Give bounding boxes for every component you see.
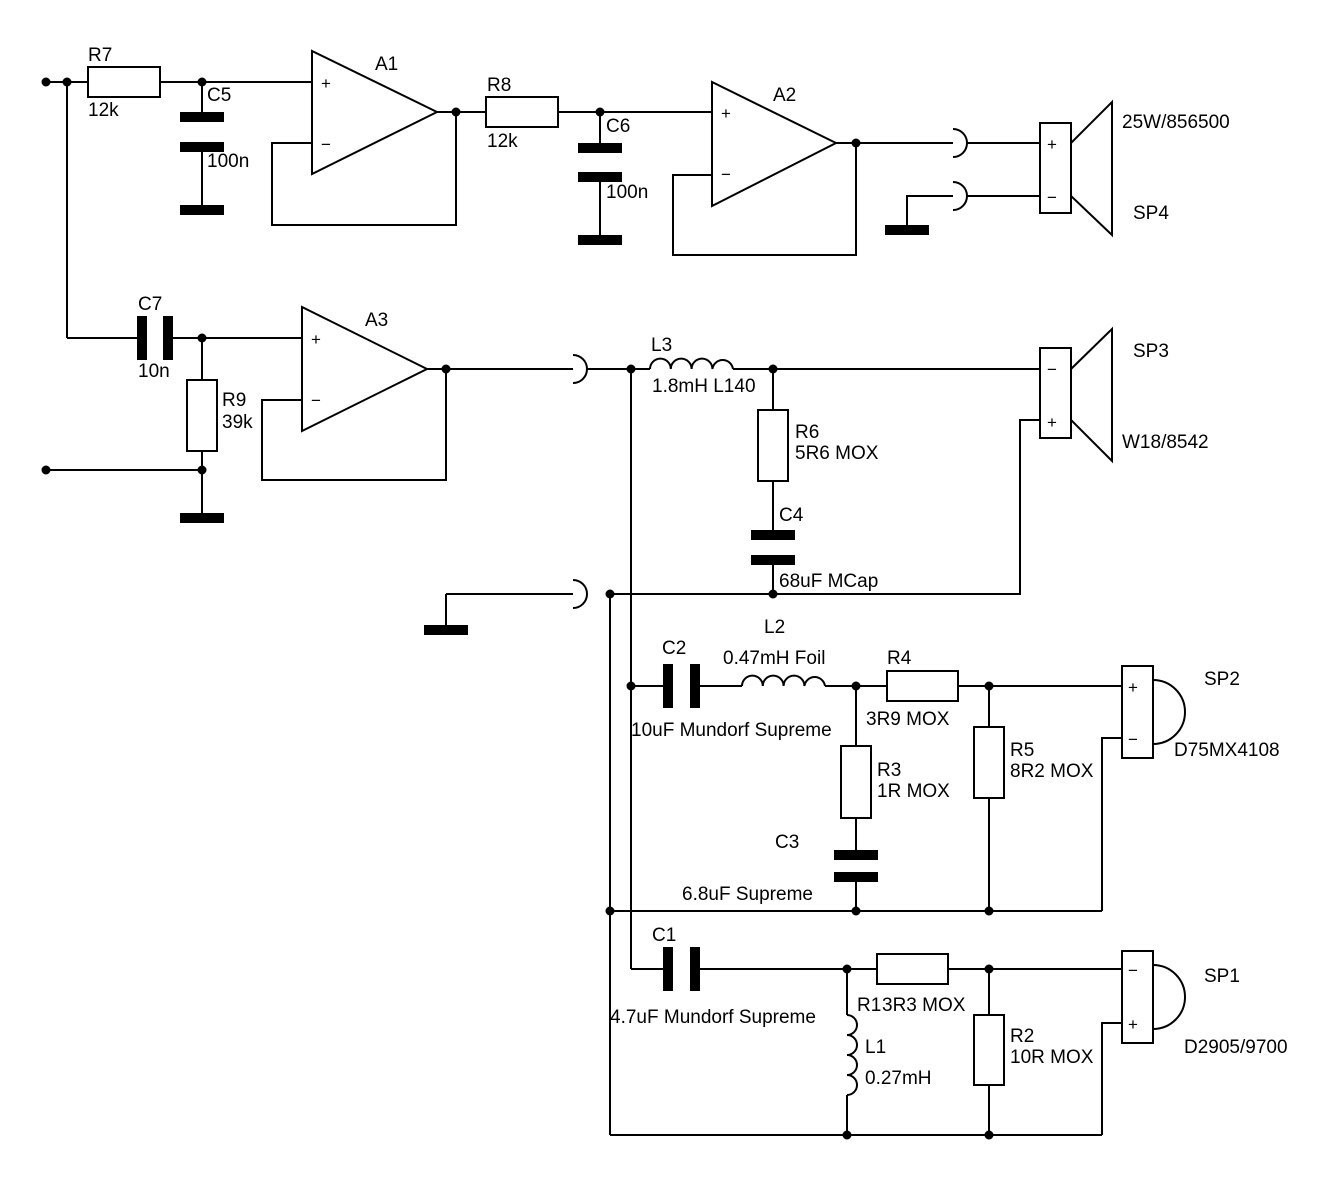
resistor-r6 [757, 409, 789, 482]
ground-r9 [180, 513, 224, 523]
label-c4-ref: C4 [779, 505, 804, 526]
label-a3: A3 [365, 310, 388, 331]
sp1-minus: − [1128, 961, 1138, 980]
sp4-plus: + [1047, 135, 1057, 154]
inductor-l3 [649, 357, 734, 370]
resistor-r8 [485, 96, 559, 128]
sp2-plus: + [1128, 678, 1138, 697]
label-c3-value: 6.8uF Supreme [682, 884, 813, 905]
capacitor-c3 [834, 850, 878, 882]
resistor-r4 [886, 670, 959, 702]
label-l2-value: 0.47mH Foil [723, 648, 825, 669]
label-c6-ref: C6 [606, 116, 630, 137]
label-c6-value: 100n [606, 182, 648, 203]
opamp-a1-minus: − [321, 135, 331, 154]
label-sp1-ref: SP1 [1204, 966, 1240, 987]
label-r7-value: 12k [88, 100, 119, 121]
speaker-sp4 [1039, 99, 1113, 238]
opamp-a2-plus: + [721, 104, 731, 123]
label-c7-value: 10n [138, 361, 170, 382]
sp3-minus: − [1047, 360, 1057, 379]
junctions [41, 77, 994, 1140]
label-r4-ref: R4 [887, 648, 912, 669]
inductor-l1 [846, 1014, 858, 1096]
ground-main [424, 625, 468, 635]
label-sp3-model: W18/8542 [1122, 432, 1209, 453]
label-l3-ref: L3 [651, 335, 672, 356]
sp1-plus: + [1128, 1015, 1138, 1034]
label-r3-ref: R3 [877, 760, 901, 781]
inductor-l2 [741, 674, 826, 687]
label-sp2-model: D75MX4108 [1174, 740, 1280, 761]
label-r9-ref: R9 [222, 390, 246, 411]
label-c1-ref: C1 [652, 925, 676, 946]
label-sp1-model: D2905/9700 [1184, 1037, 1288, 1058]
label-c5-value: 100n [207, 151, 249, 172]
label-sp2-ref: SP2 [1204, 669, 1240, 690]
opamp-a3-minus: − [311, 391, 321, 410]
speaker-sp3 [1039, 326, 1113, 464]
capacitor-c2 [663, 664, 700, 708]
speaker-sp2 [1121, 665, 1186, 759]
speaker-sp1 [1121, 950, 1186, 1044]
resistor-r2 [973, 1014, 1005, 1086]
resistor-r5 [973, 726, 1005, 799]
label-c2-value: 10uF Mundorf Supreme [631, 720, 832, 741]
opamp-a3 [301, 305, 430, 433]
ground-sp4 [885, 225, 929, 235]
label-r6-value: 5R6 MOX [795, 443, 879, 464]
label-r2-value: 10R MOX [1010, 1047, 1094, 1068]
label-r8-ref: R8 [487, 75, 511, 96]
label-sp4-ref: SP4 [1133, 203, 1169, 224]
opamp-a1-plus: + [321, 74, 331, 93]
label-r2-ref: R2 [1010, 1026, 1034, 1047]
ground-c5 [180, 205, 224, 215]
sp3-plus: + [1047, 413, 1057, 432]
label-c7-ref: C7 [138, 294, 162, 315]
ground-c6 [578, 235, 622, 245]
label-r3-value: 1R MOX [877, 781, 950, 802]
label-l1-ref: L1 [865, 1037, 886, 1058]
label-sp4-model: 25W/856500 [1122, 112, 1230, 133]
label-r8-value: 12k [487, 131, 518, 152]
ground-symbols [180, 205, 929, 635]
labels: R7 12k C5 100n A1 R8 12k C6 100n A2 25W/… [88, 45, 1288, 1089]
label-sp3-ref: SP3 [1133, 341, 1169, 362]
opamp-a3-plus: + [311, 330, 321, 349]
capacitor-c7 [137, 316, 173, 360]
resistor-r3 [840, 745, 872, 819]
label-a1: A1 [375, 54, 398, 75]
sp4-minus: − [1047, 188, 1057, 207]
capacitor-c1 [663, 947, 700, 991]
label-l3-value: 1.8mH L140 [652, 376, 756, 397]
label-l2-ref: L2 [764, 617, 785, 638]
label-l1-value: 0.27mH [865, 1068, 932, 1089]
opamp-a2-minus: − [721, 165, 731, 184]
label-r1-value: 3R3 MOX [882, 995, 966, 1016]
label-r4-value: 3R9 MOX [866, 709, 950, 730]
capacitor-c4 [751, 530, 795, 565]
label-r6-ref: R6 [795, 422, 819, 443]
label-c2-ref: C2 [662, 638, 686, 659]
opamp-a1 [311, 49, 440, 176]
label-c4-value: 68uF MCap [779, 571, 878, 592]
opamp-a2 [711, 80, 839, 208]
label-c3-ref: C3 [775, 832, 799, 853]
label-a2: A2 [773, 85, 796, 106]
resistor-r1 [876, 953, 949, 985]
sp2-minus: − [1128, 730, 1138, 749]
capacitor-c5 [180, 112, 224, 152]
label-c5-ref: C5 [207, 85, 231, 106]
label-c1-value: 4.7uF Mundorf Supreme [610, 1007, 816, 1028]
resistor-r7 [87, 66, 161, 98]
capacitor-c6 [578, 143, 622, 182]
label-r9-value: 39k [222, 412, 253, 433]
crossover-arcs [572, 128, 968, 609]
label-r5-ref: R5 [1010, 740, 1034, 761]
label-r1-ref: R1 [857, 995, 881, 1016]
resistor-r9 [186, 379, 218, 452]
label-r5-value: 8R2 MOX [1010, 761, 1094, 782]
label-r7-ref: R7 [88, 45, 112, 66]
